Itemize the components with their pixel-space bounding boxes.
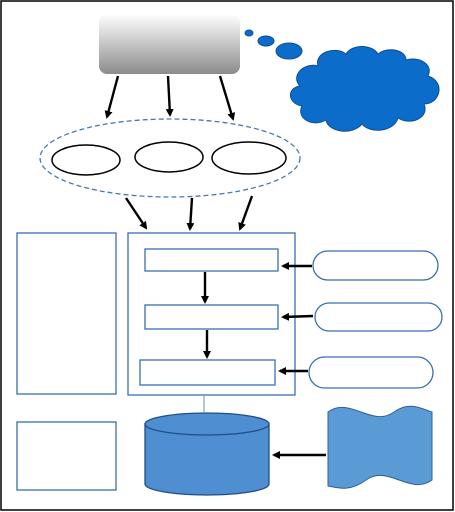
source-box	[99, 14, 240, 74]
group-item-1	[51, 144, 121, 176]
thought-bubble-large	[275, 42, 303, 60]
arrow-group-to-process-3	[238, 195, 254, 231]
left-panel-small	[16, 421, 117, 491]
arrow-group-to-process-1	[125, 197, 148, 230]
thought-cloud	[244, 29, 440, 132]
arrow-source-to-item3	[218, 75, 236, 121]
arrow-input2-to-step2	[281, 312, 314, 321]
group-item-3	[211, 141, 287, 175]
arrow-group-to-process-2	[186, 197, 195, 231]
database-top	[144, 412, 270, 436]
left-panel-tall	[16, 232, 117, 395]
input-2	[314, 302, 443, 332]
group-ellipse	[39, 118, 301, 198]
step-3	[139, 359, 276, 386]
database-body	[144, 423, 270, 496]
step-2	[144, 304, 279, 330]
group-item-2	[134, 141, 204, 173]
thought-bubble-medium	[257, 35, 275, 47]
arrow-source-to-item1	[104, 75, 120, 119]
step-1	[144, 248, 279, 272]
thought-bubble-small	[244, 29, 254, 37]
input-1	[312, 250, 439, 281]
document-store	[327, 405, 433, 489]
cloud-shape	[290, 46, 440, 132]
database	[144, 412, 270, 496]
arrow-source-to-item2	[165, 75, 174, 117]
input-3	[308, 356, 434, 389]
